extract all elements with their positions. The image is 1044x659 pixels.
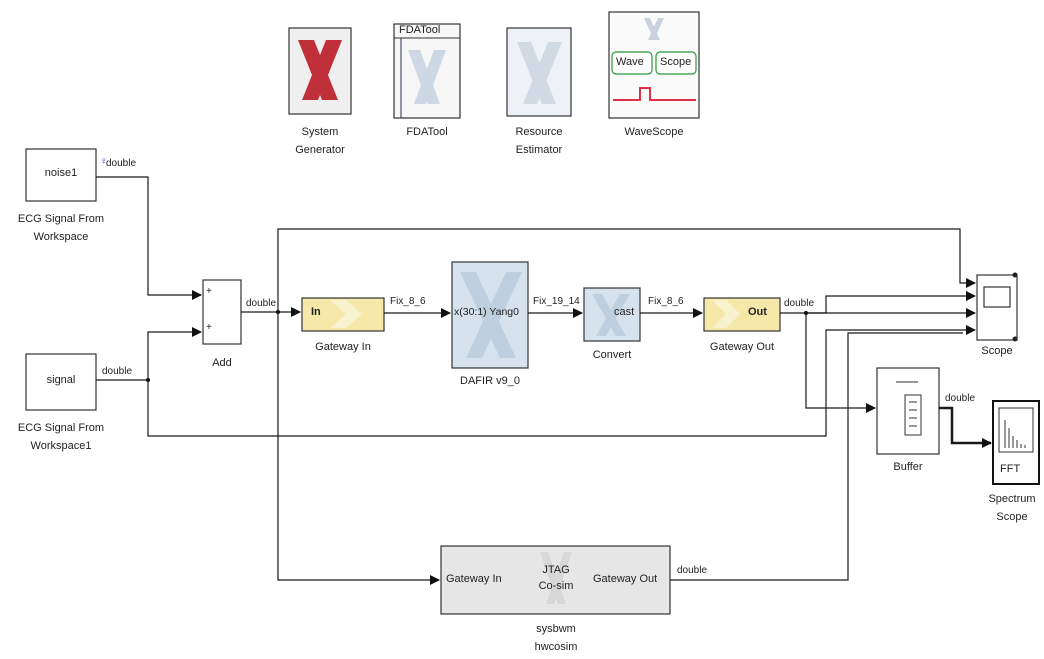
buffer-out-type: double (945, 393, 976, 404)
noise-out-type: double (106, 158, 137, 169)
fft-spectrum-icon (1004, 420, 1026, 448)
fdatool-label: FDATool (406, 126, 448, 138)
xilinx-logo-icon (298, 40, 342, 100)
gateway-in-block[interactable] (301, 297, 385, 332)
wire-add-to-scope (277, 228, 976, 312)
spectrum-fft-text: FFT (1000, 463, 1021, 475)
scope-caption: Scope (981, 345, 1013, 357)
fdatool-icon-text: FDATool (399, 24, 441, 36)
dafir-block[interactable] (451, 261, 529, 369)
gateway-out-block[interactable] (703, 297, 781, 332)
wavescope-scope-text: Scope (660, 56, 692, 68)
jtag-out-label: Gateway Out (593, 573, 658, 585)
noise-source-block[interactable] (25, 148, 97, 202)
xilinx-logo-faded-icon (517, 42, 562, 104)
gateway-in-caption: Gateway In (315, 341, 371, 353)
wire-noise-to-add (96, 176, 202, 300)
dafir-ports-text: x(30:1) Yang0 (454, 306, 519, 318)
xilinx-logo-faded-icon (460, 272, 522, 358)
dafir-out-type: Fix_19_14 (533, 296, 580, 307)
probe-icon: ♀ (100, 156, 108, 167)
wire-signal-to-scope (147, 325, 976, 437)
add-caption: Add (212, 357, 232, 369)
add-port-plus-1: + (206, 286, 212, 297)
system-generator-block[interactable] (288, 27, 352, 115)
dafir-caption: DAFIR v9_0 (460, 375, 520, 387)
wavescope-block[interactable] (608, 11, 700, 119)
wire-gateway-out-to-buffer (805, 313, 876, 413)
gateway-in-out-type: Fix_8_6 (390, 296, 426, 307)
wire-buffer-to-spectrum (939, 406, 992, 448)
add-block[interactable] (202, 279, 242, 345)
gateway-out-text: Out (748, 306, 767, 318)
xilinx-logo-faded-icon (540, 552, 572, 604)
xilinx-logo-faded-icon (592, 294, 630, 336)
gateway-out-caption: Gateway Out (709, 341, 775, 353)
jtag-out-type: double (677, 565, 708, 576)
signal-out-type: double (102, 366, 133, 377)
scope-block[interactable] (976, 272, 1018, 342)
wire-signal-to-add (96, 327, 202, 381)
signal-wires (96, 176, 992, 585)
jtag-in-label: Gateway In (446, 573, 502, 585)
gateway-out-out-type: double (784, 298, 815, 309)
signal-block-text: signal (46, 374, 76, 386)
spectrum-scope-block[interactable] (992, 400, 1040, 485)
scope-screen-icon (983, 286, 1011, 308)
add-port-plus-2: + (206, 322, 212, 333)
xilinx-logo-small-icon (644, 18, 664, 40)
buffer-block[interactable] (876, 367, 940, 455)
fdatool-block[interactable] (393, 23, 461, 119)
convert-caption: Convert (592, 349, 632, 361)
xilinx-logo-faded-icon (408, 50, 446, 104)
buffer-caption: Buffer (893, 461, 923, 473)
buffer-stack-icon (896, 381, 922, 436)
wire-jtag-to-scope (670, 332, 963, 581)
noise-block-text: noise1 (44, 167, 78, 179)
wire-add-to-jtag (277, 312, 440, 585)
wavescope-label: WaveScope (624, 126, 684, 138)
convert-out-type: Fix_8_6 (648, 296, 684, 307)
signal-source-block[interactable] (25, 353, 97, 411)
add-out-type: double (246, 298, 277, 309)
convert-block[interactable] (583, 287, 641, 342)
resource-estimator-block[interactable] (506, 27, 572, 117)
wavescope-wave-text: Wave (616, 56, 644, 68)
convert-text: cast (614, 306, 635, 318)
wire-gateway-out-branch (806, 291, 976, 314)
gateway-in-text: In (311, 306, 321, 318)
